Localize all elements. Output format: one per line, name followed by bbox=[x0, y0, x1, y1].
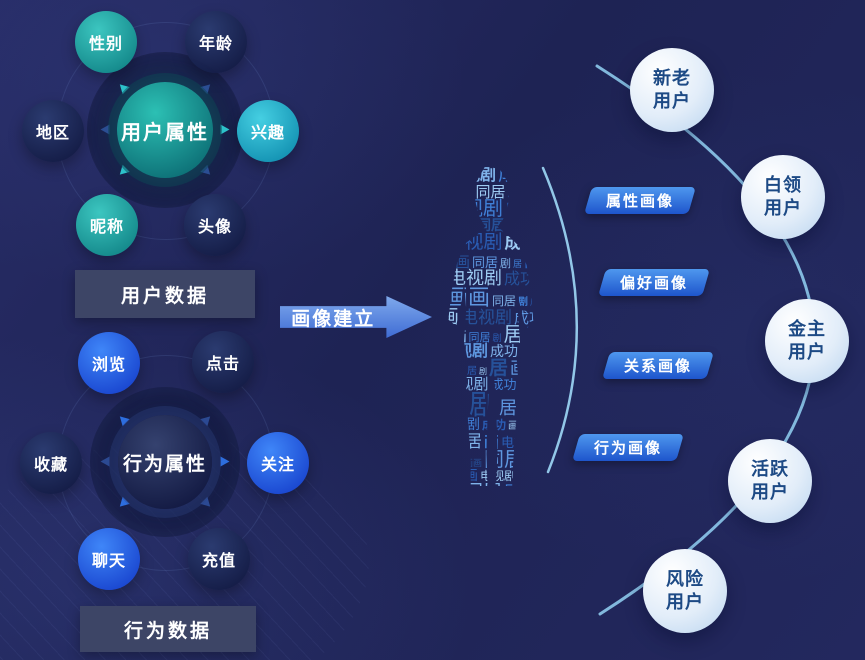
satellite-browse: 浏览 bbox=[78, 332, 140, 394]
satellite-age-label: 年龄 bbox=[198, 36, 233, 53]
tag-relationship-portrait-label: 关系画像 bbox=[623, 358, 692, 375]
segment-paying-users: 金主用户 bbox=[765, 299, 849, 383]
satellite-region: 地区 bbox=[22, 100, 84, 162]
tag-attribute-portrait-label: 属性画像 bbox=[605, 193, 674, 210]
silhouette-arc bbox=[541, 166, 578, 474]
satellite-avatar-label: 头像 bbox=[197, 219, 232, 236]
satellite-browse-label: 浏览 bbox=[91, 357, 126, 374]
satellite-chat-label: 聊天 bbox=[91, 553, 126, 570]
portrait-build-arrow: 画像建立 bbox=[280, 296, 432, 338]
satellite-gender: 性别 bbox=[75, 11, 137, 73]
satellite-region-label: 地区 bbox=[35, 125, 70, 142]
user-data-box: 用户数据 bbox=[75, 270, 255, 318]
segment-white-collar-users-label: 白领用户 bbox=[764, 174, 802, 218]
wordcloud-fill: 电视剧成功画画同居剧居画电视剧成功画画同居剧居画电视剧成功画画同居剧居画电视剧成… bbox=[437, 166, 546, 486]
satellite-gender-label: 性别 bbox=[88, 36, 123, 53]
arrow-tick-icon bbox=[220, 456, 230, 467]
tag-behavior-portrait-label: 行为画像 bbox=[593, 440, 662, 457]
segment-white-collar-users: 白领用户 bbox=[741, 155, 825, 239]
arrow-tick-icon bbox=[100, 456, 110, 467]
satellite-follow-label: 关注 bbox=[260, 457, 295, 474]
behavior-attributes-center-label: 行为属性 bbox=[122, 453, 207, 475]
satellite-recharge: 充值 bbox=[188, 528, 250, 590]
tag-preference-portrait: 偏好画像 bbox=[602, 269, 706, 296]
satellite-chat: 聊天 bbox=[78, 528, 140, 590]
segment-risk-users-label: 风险用户 bbox=[666, 568, 704, 612]
portrait-build-arrow-label: 画像建立 bbox=[291, 308, 376, 330]
behavior-attributes-center: 行为属性 bbox=[118, 415, 212, 509]
satellite-avatar: 头像 bbox=[184, 194, 246, 256]
satellite-interest: 兴趣 bbox=[237, 100, 299, 162]
satellite-nickname-label: 昵称 bbox=[89, 219, 124, 236]
tag-attribute-portrait: 属性画像 bbox=[588, 187, 692, 214]
segment-active-users-label: 活跃用户 bbox=[751, 458, 789, 502]
user-data-label: 用户数据 bbox=[120, 285, 209, 307]
segment-risk-users: 风险用户 bbox=[643, 549, 727, 633]
behavior-data-label: 行为数据 bbox=[123, 620, 212, 642]
tag-preference-portrait-label: 偏好画像 bbox=[619, 275, 688, 292]
behavior-data-box: 行为数据 bbox=[80, 606, 256, 652]
tag-relationship-portrait: 关系画像 bbox=[606, 352, 710, 379]
arrow-tick-icon bbox=[220, 124, 230, 135]
tag-behavior-portrait: 行为画像 bbox=[576, 434, 680, 461]
satellite-click: 点击 bbox=[192, 331, 254, 393]
satellite-favorite-label: 收藏 bbox=[33, 457, 68, 474]
arrow-tick-icon bbox=[100, 124, 110, 135]
satellite-follow: 关注 bbox=[247, 432, 309, 494]
satellite-age: 年龄 bbox=[185, 11, 247, 73]
segment-paying-users-label: 金主用户 bbox=[788, 318, 826, 362]
user-attributes-center: 用户属性 bbox=[117, 82, 213, 178]
satellite-nickname: 昵称 bbox=[76, 194, 138, 256]
satellite-favorite: 收藏 bbox=[20, 432, 82, 494]
wordcloud-person-silhouette: 电视剧成功画画同居剧居画电视剧成功画画同居剧居画电视剧成功画画同居剧居画电视剧成… bbox=[437, 166, 546, 486]
satellite-recharge-label: 充值 bbox=[201, 553, 236, 570]
segment-new-old-users-label: 新老用户 bbox=[653, 67, 691, 111]
segment-new-old-users: 新老用户 bbox=[630, 48, 714, 132]
satellite-click-label: 点击 bbox=[205, 356, 240, 373]
user-attributes-center-label: 用户属性 bbox=[121, 121, 209, 144]
segment-active-users: 活跃用户 bbox=[728, 439, 812, 523]
satellite-interest-label: 兴趣 bbox=[250, 125, 285, 142]
